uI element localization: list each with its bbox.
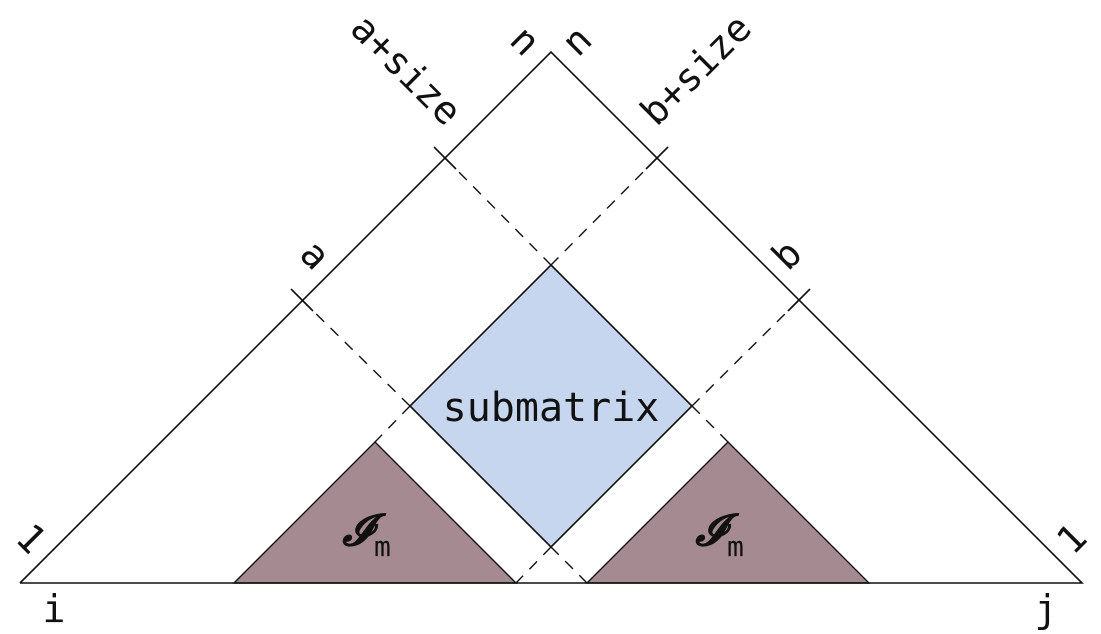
tick-b <box>787 288 811 312</box>
label-b-size: b+size <box>632 6 760 134</box>
label-j: j <box>1035 587 1058 631</box>
svg-text:m: m <box>374 530 391 563</box>
dashed-guides <box>301 157 800 584</box>
tick-a-size <box>433 146 457 170</box>
label-a-size: a+size <box>342 6 470 134</box>
label-i: i <box>43 587 66 631</box>
tick-a <box>290 288 314 312</box>
label-right-n: n <box>553 17 600 64</box>
label-left-n: n <box>502 17 549 64</box>
outer-triangle-edges <box>19 50 1084 584</box>
svg-text:m: m <box>727 530 744 563</box>
tick-b-size <box>645 146 669 170</box>
submatrix-label: submatrix <box>443 385 660 431</box>
